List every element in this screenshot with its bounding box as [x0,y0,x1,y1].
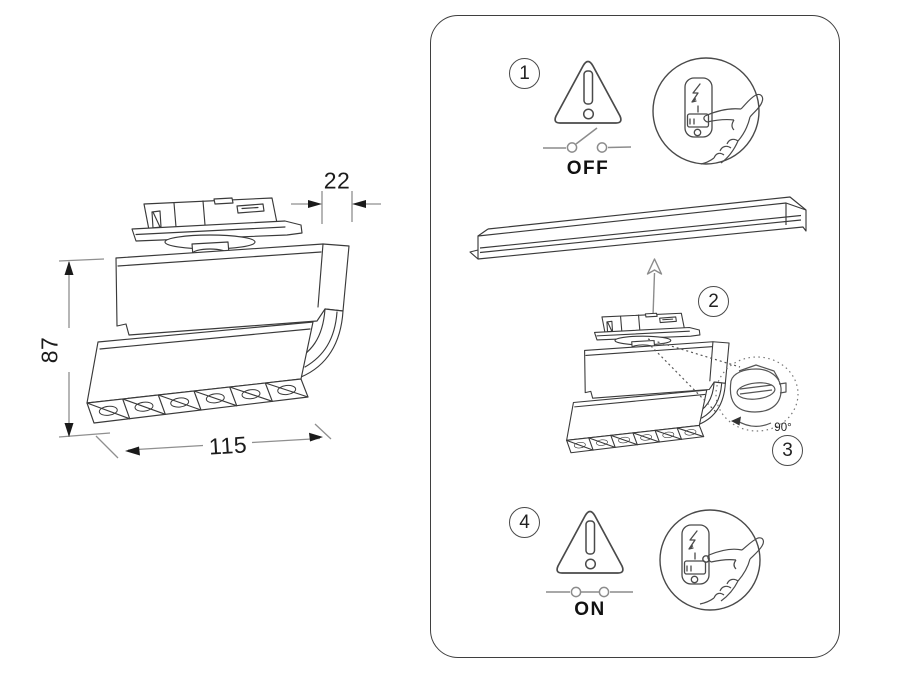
switch-off-label: OFF [566,158,610,179]
track-rail-drawing [469,196,807,260]
step-3-badge: 3 [772,435,803,466]
dimension-bottom-width: 115 [208,431,248,460]
power-switch-detail-circle [652,57,764,165]
step-1-badge: 1 [509,58,540,89]
switch-closed-symbol [546,586,633,598]
dimension-top-width: 22 [323,167,351,194]
switch-open-symbol [543,127,632,153]
hand-press-icon [699,537,764,605]
fixture-install-drawing [566,312,730,454]
fixture-isometric-drawing [86,197,350,424]
rotation-angle-label: 90° [774,422,792,434]
instruction-panel-frame [430,15,840,658]
power-switch-detail-circle [659,509,764,611]
rotation-detail-icon [647,338,799,432]
warning-triangle-icon [556,510,624,574]
rotation-arrow [735,419,772,427]
dimension-lines [58,191,381,459]
step-2-badge: 2 [698,286,729,317]
step-4-badge: 4 [509,507,540,538]
insert-arrow-icon [646,258,663,317]
switch-on-label: ON [574,599,606,620]
dimension-left-height: 87 [36,336,63,364]
warning-triangle-icon [554,60,622,124]
hand-press-icon [700,93,764,165]
